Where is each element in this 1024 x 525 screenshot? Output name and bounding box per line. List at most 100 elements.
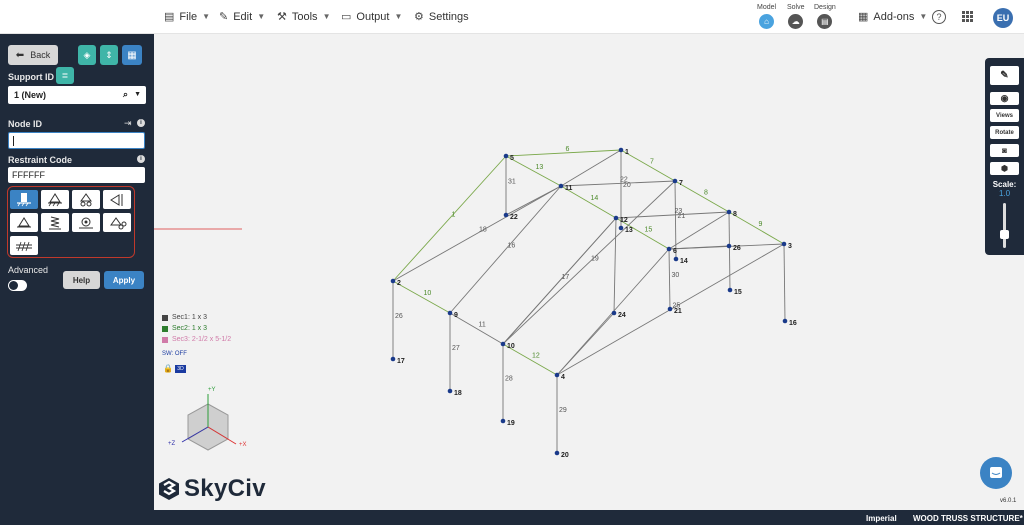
member-14[interactable]: [560, 185, 617, 219]
node-4[interactable]: [554, 372, 560, 378]
tag-icon[interactable]: ◈: [78, 45, 96, 65]
member-m32[interactable]: [783, 243, 786, 322]
member-21[interactable]: [674, 180, 677, 260]
list-icon[interactable]: ≣: [56, 67, 74, 84]
node-18[interactable]: [447, 388, 453, 394]
node-3[interactable]: [781, 241, 787, 247]
node-10[interactable]: [500, 341, 506, 347]
member-13[interactable]: [505, 155, 562, 187]
member-24[interactable]: [728, 211, 731, 291]
restraint-code-field[interactable]: FFFFFF: [8, 167, 145, 183]
lock-icon[interactable]: 🔒: [163, 364, 173, 373]
node-15[interactable]: [727, 287, 733, 293]
member-8[interactable]: [674, 180, 730, 213]
node-1[interactable]: [618, 147, 624, 153]
member-1[interactable]: [392, 155, 507, 282]
node-id-field[interactable]: [8, 132, 145, 149]
stage-solve[interactable]: Solve ☁: [787, 4, 805, 29]
back-button[interactable]: ⬅ Back: [8, 45, 58, 65]
addons-menu[interactable]: ▦ Add-ons ▼: [858, 10, 927, 24]
hatched-ground-support-icon[interactable]: [10, 236, 38, 255]
node-9[interactable]: [447, 310, 453, 316]
node-17[interactable]: [390, 356, 396, 362]
help-icon[interactable]: ?: [932, 10, 946, 24]
node-12[interactable]: [613, 215, 619, 221]
edit-menu[interactable]: ✎ Edit ▼: [219, 10, 265, 24]
camera-icon[interactable]: ◙: [990, 144, 1019, 157]
member-m41[interactable]: [668, 245, 730, 250]
pinned-support-icon[interactable]: [41, 190, 69, 209]
support-id-select[interactable]: 1 (New) ⌕ ▼: [8, 86, 146, 104]
angled-roller-support-icon[interactable]: [103, 213, 131, 232]
stage-model[interactable]: Model ⌂: [757, 4, 776, 29]
member-11[interactable]: [449, 312, 504, 345]
table-icon[interactable]: ▦: [122, 45, 142, 65]
cube-icon[interactable]: ⬢: [990, 162, 1019, 175]
advanced-toggle[interactable]: [8, 280, 27, 291]
node-13[interactable]: [618, 225, 624, 231]
axis-cube[interactable]: +Y +X +Z: [164, 384, 254, 464]
views-button[interactable]: Views: [990, 109, 1019, 122]
node-5[interactable]: [503, 153, 509, 159]
rotated-pin-support-icon[interactable]: [10, 213, 38, 232]
view-3d-badge[interactable]: 3D: [175, 365, 186, 373]
member-m39[interactable]: [560, 149, 622, 187]
scale-slider-track[interactable]: [1003, 203, 1006, 248]
member-18[interactable]: [392, 185, 562, 282]
node-26[interactable]: [726, 243, 732, 249]
node-19[interactable]: [500, 418, 506, 424]
member-m40[interactable]: [502, 217, 617, 345]
user-avatar[interactable]: EU: [993, 8, 1013, 28]
stage-design[interactable]: Design ▤: [814, 4, 836, 29]
member-m37[interactable]: [613, 217, 617, 314]
eye-icon[interactable]: ◉: [990, 92, 1019, 105]
select-nodes-icon[interactable]: ⇥: [124, 118, 132, 128]
roller-support-icon[interactable]: [72, 190, 100, 209]
node-16[interactable]: [782, 318, 788, 324]
node-2[interactable]: [390, 278, 396, 284]
member-7[interactable]: [620, 149, 676, 182]
rotational-spring-support-icon[interactable]: [72, 213, 100, 232]
tools-menu[interactable]: ⚒ Tools ▼: [277, 10, 330, 24]
node-24[interactable]: [611, 310, 617, 316]
output-menu[interactable]: ▭ Output ▼: [341, 10, 402, 24]
member-16[interactable]: [449, 185, 562, 314]
node-21[interactable]: [667, 306, 673, 312]
node-11[interactable]: [558, 183, 564, 189]
file-menu[interactable]: ▤ File ▼: [164, 10, 210, 24]
info-icon[interactable]: i: [137, 155, 145, 163]
apply-button[interactable]: Apply: [104, 271, 144, 289]
member-6[interactable]: [505, 149, 622, 157]
member-m35[interactable]: [668, 211, 730, 250]
spring-support-icon[interactable]: [41, 213, 69, 232]
member-12[interactable]: [502, 343, 558, 376]
align-icon[interactable]: ⇕: [100, 45, 118, 65]
apps-grid-icon[interactable]: [962, 11, 973, 22]
node-20[interactable]: [554, 450, 560, 456]
member-15[interactable]: [615, 217, 670, 250]
chat-button[interactable]: [980, 457, 1012, 489]
rotate-button[interactable]: Rotate: [990, 126, 1019, 139]
member-9[interactable]: [728, 211, 785, 245]
settings-menu[interactable]: ⚙ Settings: [414, 10, 469, 24]
node-8[interactable]: [726, 209, 732, 215]
member-m36[interactable]: [505, 185, 562, 216]
member-m38[interactable]: [556, 312, 615, 376]
member-19[interactable]: [502, 180, 676, 345]
scale-slider-handle[interactable]: [1000, 230, 1009, 239]
side-roller-support-icon[interactable]: [103, 190, 131, 209]
fixed-support-icon[interactable]: [10, 190, 38, 209]
member-10[interactable]: [392, 280, 451, 314]
member-30[interactable]: [668, 248, 671, 310]
help-button[interactable]: Help: [63, 271, 100, 289]
member-23[interactable]: [615, 211, 730, 219]
node-14[interactable]: [673, 256, 679, 262]
node-7[interactable]: [672, 178, 678, 184]
node-22[interactable]: [503, 212, 509, 218]
info-icon[interactable]: i: [137, 119, 145, 127]
node-6[interactable]: [666, 246, 672, 252]
pencil-icon[interactable]: ✎: [990, 66, 1019, 85]
member-22[interactable]: [560, 180, 676, 187]
